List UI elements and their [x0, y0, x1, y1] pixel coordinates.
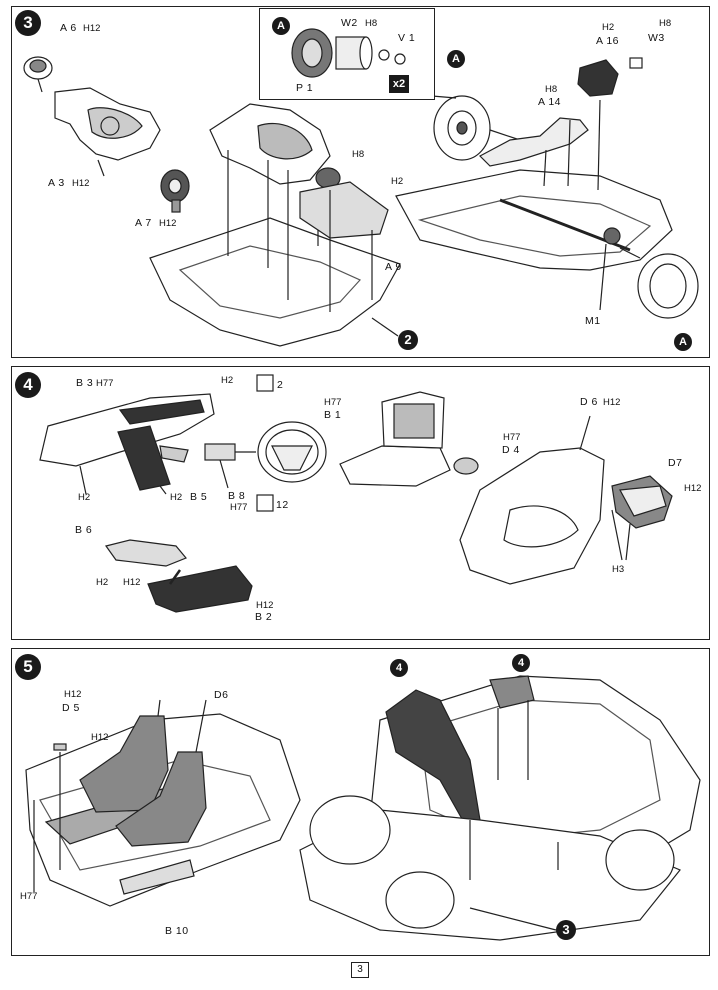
label-h2-mid: H2 [170, 492, 183, 503]
label-b6: B 6 [75, 524, 93, 536]
label-d5-h: H12 [64, 689, 82, 700]
rear-diff-shape [209, 103, 331, 185]
label-v1: V 1 [398, 32, 416, 44]
chassis-left [149, 217, 401, 347]
part-a3-shape [54, 87, 161, 161]
label-h2-left: H2 [78, 492, 91, 503]
label-b2-h: H12 [256, 600, 274, 611]
label-b8: B 8 [228, 490, 246, 502]
label-d6: D6 [214, 689, 229, 701]
callout-ref-2: 2 [398, 330, 418, 350]
label-b6-h2: H2 [96, 577, 109, 588]
part-a14-shape [479, 117, 589, 167]
star-label-2: 2 [277, 379, 284, 391]
ref-a-wheel-bottom: A [674, 333, 692, 351]
label-d5: D 5 [62, 702, 80, 714]
ref-a-inset: A [272, 17, 290, 35]
ref-4-left: 4 [390, 659, 408, 677]
ref-4-right: 4 [512, 654, 530, 672]
label-h12-seat: H12 [91, 732, 109, 743]
label-a16-h: H2 [602, 22, 615, 33]
label-a7: A 7 [135, 217, 152, 229]
label-p1: P 1 [296, 82, 314, 94]
star-mark-12-box [256, 494, 274, 512]
console-assembly [489, 675, 535, 709]
step-5-badge: 5 [15, 654, 41, 680]
label-a14-h: H8 [545, 84, 558, 95]
label-a3-h: H12 [72, 178, 90, 189]
chassis-right [395, 169, 673, 271]
label-d4: D 4 [502, 444, 520, 456]
label-w2-h: H8 [365, 18, 378, 29]
part-b6-shape [104, 539, 187, 567]
label-w3: W3 [648, 32, 665, 44]
part-d6-seat [459, 447, 605, 585]
wheel-a-bottom [637, 253, 699, 319]
label-b5: B 5 [190, 491, 208, 503]
label-b2: B 2 [255, 611, 273, 623]
label-a7-h: H12 [159, 218, 177, 229]
label-b8-h: H77 [230, 502, 248, 513]
label-m1: M1 [585, 315, 601, 327]
label-w3-h: H8 [659, 18, 672, 29]
label-a3: A 3 [48, 177, 65, 189]
part-d4-shape [453, 457, 479, 475]
label-h3: H3 [612, 564, 625, 575]
label-d7-h: H12 [684, 483, 702, 494]
page-number: 3 [351, 962, 369, 978]
label-d4-h: H77 [503, 432, 521, 443]
part-b1-shape [257, 421, 327, 483]
label-a9: A 9 [385, 261, 402, 273]
part-b2-shape [147, 565, 253, 613]
label-a9-h2: H2 [391, 176, 404, 187]
seat-d6-right [115, 751, 207, 847]
label-a6-h: H12 [83, 23, 101, 34]
label-a6: A 6 [60, 22, 77, 34]
label-a14: A 14 [538, 96, 562, 108]
label-h2-top: H2 [221, 375, 234, 386]
part-b5-shape [159, 445, 189, 463]
label-h77: H77 [20, 891, 38, 902]
part-d5-shape [53, 743, 67, 751]
label-d6-h: H12 [603, 397, 621, 408]
label-d6: D 6 [580, 396, 598, 408]
label-b3-h: H77 [96, 378, 114, 389]
ref-a-wheel-top: A [447, 50, 465, 68]
ref-3-chassis: 3 [556, 920, 576, 940]
star-label-12: 12 [276, 499, 289, 511]
label-b10: B 10 [165, 925, 189, 937]
label-b6-h12: H12 [123, 577, 141, 588]
part-a9-shape [299, 181, 389, 239]
step-3-badge: 3 [15, 10, 41, 36]
part-v1-shape [378, 49, 390, 61]
label-b1-h: H77 [324, 397, 342, 408]
star-mark-2-box [256, 374, 274, 392]
inset-drawing [291, 28, 406, 78]
multiplier-x2: x2 [389, 75, 409, 93]
seat-d6-left [79, 715, 169, 813]
console-shape [339, 445, 451, 487]
label-w2: W2 [341, 17, 358, 29]
label-a9-h8: H8 [352, 149, 365, 160]
label-b1: B 1 [324, 409, 342, 421]
label-a16: A 16 [596, 35, 620, 47]
label-b3: B 3 [76, 377, 94, 389]
part-a16-shape [577, 59, 619, 97]
step-4-badge: 4 [15, 372, 41, 398]
label-d7: D7 [668, 457, 683, 469]
wheel-assembly-inset [259, 8, 435, 100]
